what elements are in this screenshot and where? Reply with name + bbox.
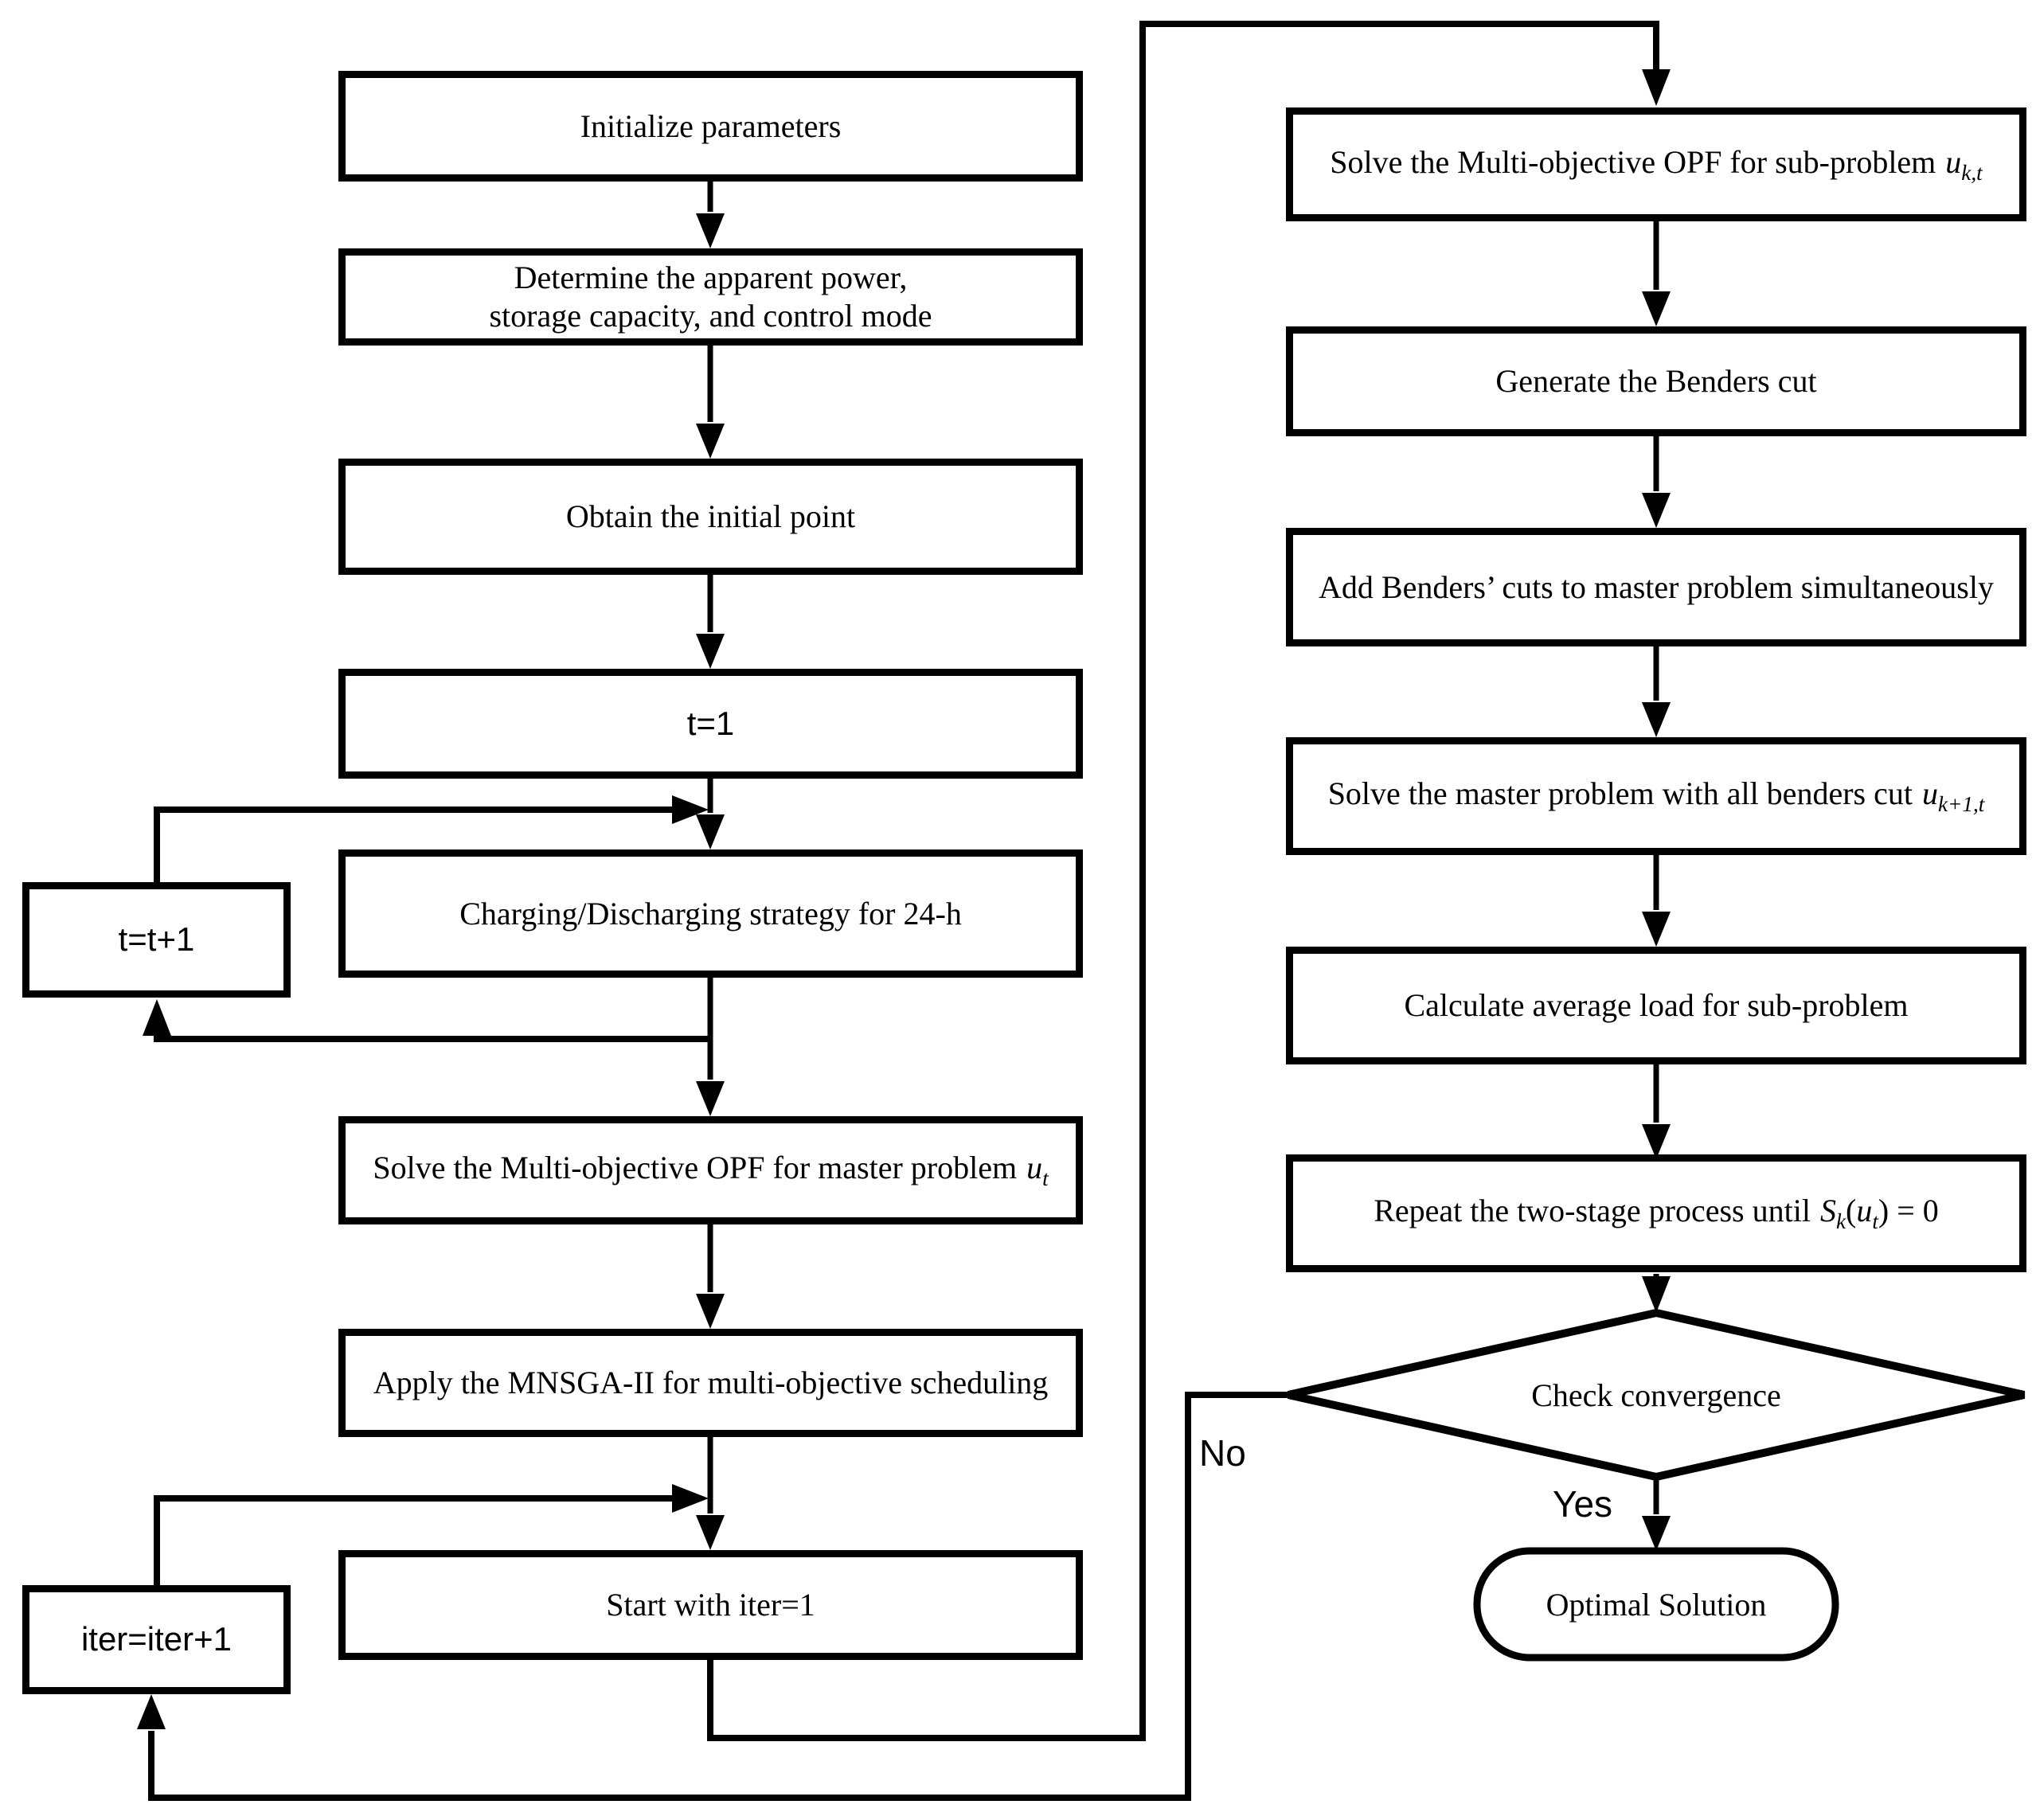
loop-edges — [148, 21, 1659, 1801]
decision-label: Check convergence — [1531, 1377, 1781, 1413]
process-box-solve-opf-subproblem: Solve the Multi-objective OPF for sub-pr… — [1286, 107, 2026, 221]
box-label: Solve the Multi-objective OPF for master… — [350, 1149, 1071, 1192]
arrowhead — [1642, 493, 1671, 528]
math-subscript: k,t — [1961, 160, 1983, 185]
arrowhead — [672, 1484, 709, 1513]
arrowhead — [1642, 702, 1671, 737]
edge-iter-loop-top — [154, 1495, 672, 1585]
process-box-t-equals-1: t=1 — [338, 669, 1083, 779]
math-s-subscript: k — [1835, 1209, 1846, 1234]
math-u-kt: uk,t — [1945, 143, 1982, 185]
arrowhead — [1642, 1516, 1671, 1551]
edge-no-loop — [148, 1392, 1290, 1801]
process-box-generate-benders-cut: Generate the Benders cut — [1286, 326, 2026, 436]
loop-box-iter-increment: iter=iter+1 — [22, 1585, 291, 1694]
arrowhead — [1642, 291, 1671, 326]
box-label: Initialize parameters — [580, 107, 842, 144]
box-label-line2: storage capacity, and control mode — [489, 298, 932, 334]
decision-diamond-check-convergence: Check convergence — [1370, 1349, 1943, 1441]
box-label: Solve the Multi-objective OPF for sub-pr… — [1298, 143, 2015, 186]
edge-startiter-to-subproblem — [707, 21, 1659, 1741]
box-label: Start with iter=1 — [606, 1587, 815, 1623]
math-subscript: t — [1042, 1166, 1049, 1191]
box-label-text: Solve the master problem with all bender… — [1327, 775, 1913, 812]
process-box-charging-discharging: Charging/Discharging strategy for 24-h — [338, 849, 1083, 978]
box-label-text: Repeat the two-stage process until — [1374, 1193, 1811, 1229]
math-u-t: ut — [1026, 1150, 1049, 1190]
math-close-equals-zero: ) = 0 — [1878, 1193, 1939, 1229]
box-label: Add Benders’ cuts to master problem simu… — [1319, 568, 1994, 605]
process-box-start-iter: Start with iter=1 — [338, 1550, 1083, 1660]
process-box-initialize-parameters: Initialize parameters — [338, 71, 1083, 182]
arrowhead — [696, 424, 725, 459]
box-label-line1: Determine the apparent power, — [514, 260, 908, 295]
box-label: Apply the MNSGA-II for multi-objective s… — [373, 1365, 1049, 1400]
process-box-apply-mnsga2: Apply the MNSGA-II for multi-objective s… — [338, 1329, 1083, 1437]
decision-diamond-shape — [1287, 1308, 2026, 1482]
process-box-calculate-average-load: Calculate average load for sub-problem — [1286, 947, 2026, 1064]
box-label: Obtain the initial point — [565, 498, 856, 534]
arrowhead — [1642, 1276, 1671, 1313]
arrowhead — [672, 795, 709, 824]
process-box-determine-power: Determine the apparent power, storage ca… — [338, 248, 1083, 346]
arrowhead — [696, 1294, 725, 1329]
process-box-obtain-initial-point: Obtain the initial point — [338, 459, 1083, 575]
box-label: Charging/Discharging strategy for 24-h — [459, 895, 962, 931]
arrowhead — [696, 634, 725, 669]
box-label: Determine the apparent power, storage ca… — [350, 259, 1071, 335]
arrowhead — [696, 1081, 725, 1116]
arrowhead — [1642, 1124, 1671, 1159]
loop-box-t-increment: t=t+1 — [22, 882, 291, 998]
arrowhead — [143, 999, 171, 1036]
math-base: u — [1026, 1150, 1043, 1186]
edge-t-loop-bottom — [154, 1036, 710, 1042]
box-label: t=t+1 — [118, 920, 195, 959]
terminal-label: Optimal Solution — [1546, 1586, 1767, 1623]
arrowhead — [696, 1515, 725, 1550]
math-subscript: k+1,t — [1937, 792, 1985, 817]
math-s-base: S — [1819, 1193, 1836, 1229]
arrowhead — [696, 213, 725, 248]
box-label: Calculate average load for sub-problem — [1404, 987, 1909, 1023]
box-label: Generate the Benders cut — [1495, 363, 1817, 399]
box-label: Solve the master problem with all bender… — [1298, 775, 2015, 818]
process-box-add-benders-cuts: Add Benders’ cuts to master problem simu… — [1286, 528, 2026, 646]
math-sk-ut-equation: Sk(ut) = 0 — [1819, 1193, 1939, 1233]
math-u-k1t: uk+1,t — [1921, 775, 1984, 816]
math-base: u — [1921, 775, 1938, 812]
edge-t-loop-top — [154, 807, 672, 882]
box-label-text: Solve the Multi-objective OPF for sub-pr… — [1330, 143, 1936, 180]
math-paren-open: ( — [1846, 1193, 1857, 1229]
box-label: iter=iter+1 — [80, 1620, 233, 1658]
edge-label-no: No — [1199, 1432, 1246, 1474]
terminal-oval-optimal-solution: Optimal Solution — [1477, 1551, 1835, 1658]
process-box-solve-opf-master: Solve the Multi-objective OPF for master… — [338, 1116, 1083, 1224]
arrowhead — [696, 814, 725, 849]
process-box-solve-master-all-cuts: Solve the master problem with all bender… — [1286, 737, 2026, 855]
arrowheads — [137, 69, 1671, 1729]
math-u-subscript: t — [1872, 1209, 1878, 1234]
arrowhead — [1642, 69, 1671, 106]
math-base: u — [1945, 143, 1962, 180]
edge-label-yes: Yes — [1553, 1483, 1613, 1525]
box-label-text: Solve the Multi-objective OPF for master… — [373, 1150, 1018, 1186]
math-u-base: u — [1856, 1193, 1873, 1229]
arrowhead — [1642, 912, 1671, 947]
box-label: t=1 — [686, 704, 735, 742]
arrowhead — [137, 1694, 166, 1729]
